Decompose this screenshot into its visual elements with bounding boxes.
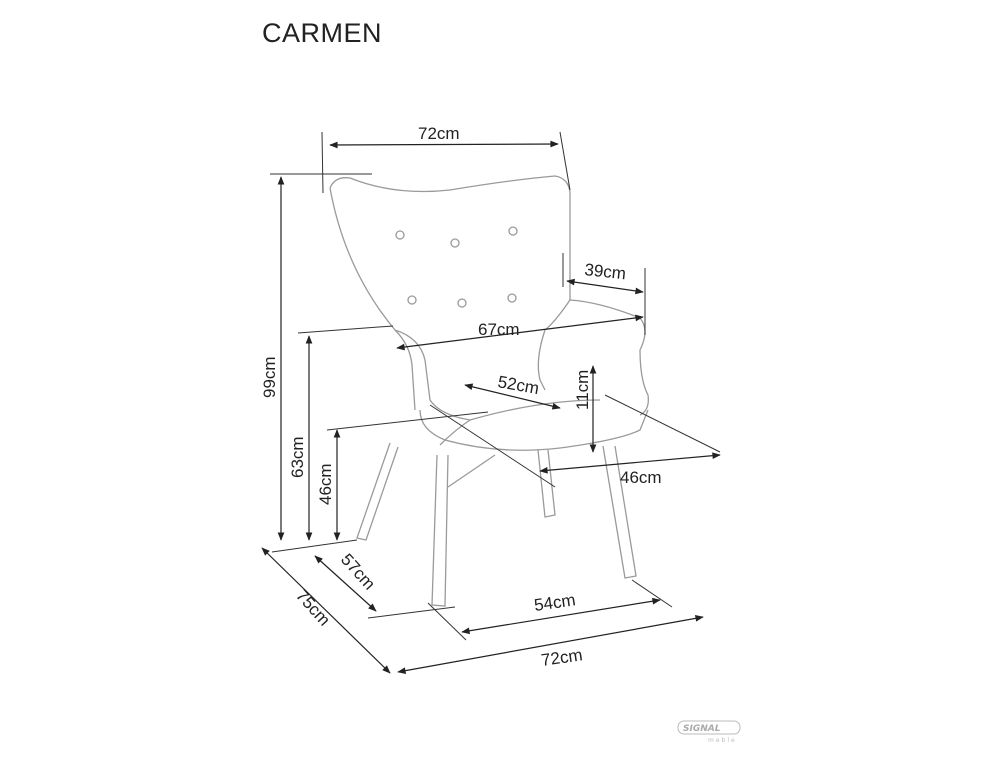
label-seat-height: 46cm	[316, 463, 335, 505]
dim-seat-depth	[464, 383, 561, 410]
label-total-depth: 75cm	[292, 586, 334, 630]
label-armrest-height: 63cm	[288, 436, 307, 478]
dim-leg-depth	[314, 555, 377, 612]
label-top-width: 72cm	[418, 124, 460, 143]
product-title: CARMEN	[262, 18, 383, 48]
dim-inner-width	[396, 314, 644, 351]
label-cushion-height: 11cm	[573, 370, 592, 410]
dim-armrest-depth	[566, 278, 644, 295]
extension-lines	[270, 131, 721, 641]
label-leg-depth: 57cm	[337, 550, 379, 594]
label-seat-width: 46cm	[620, 468, 662, 487]
label-total-height: 99cm	[260, 356, 279, 398]
label-inner-width: 67cm	[478, 320, 520, 339]
dim-top-width	[329, 140, 559, 149]
label-armrest-depth: 39cm	[584, 260, 627, 283]
dim-seat-width	[539, 452, 721, 474]
label-bottom-width: 72cm	[540, 645, 584, 670]
dim-bottom-width	[397, 615, 704, 674]
signal-logo: SIGNAL meble	[677, 720, 741, 744]
logo-brand: SIGNAL	[683, 724, 721, 734]
logo-sub: meble	[708, 737, 737, 744]
label-leg-width: 54cm	[533, 590, 577, 615]
